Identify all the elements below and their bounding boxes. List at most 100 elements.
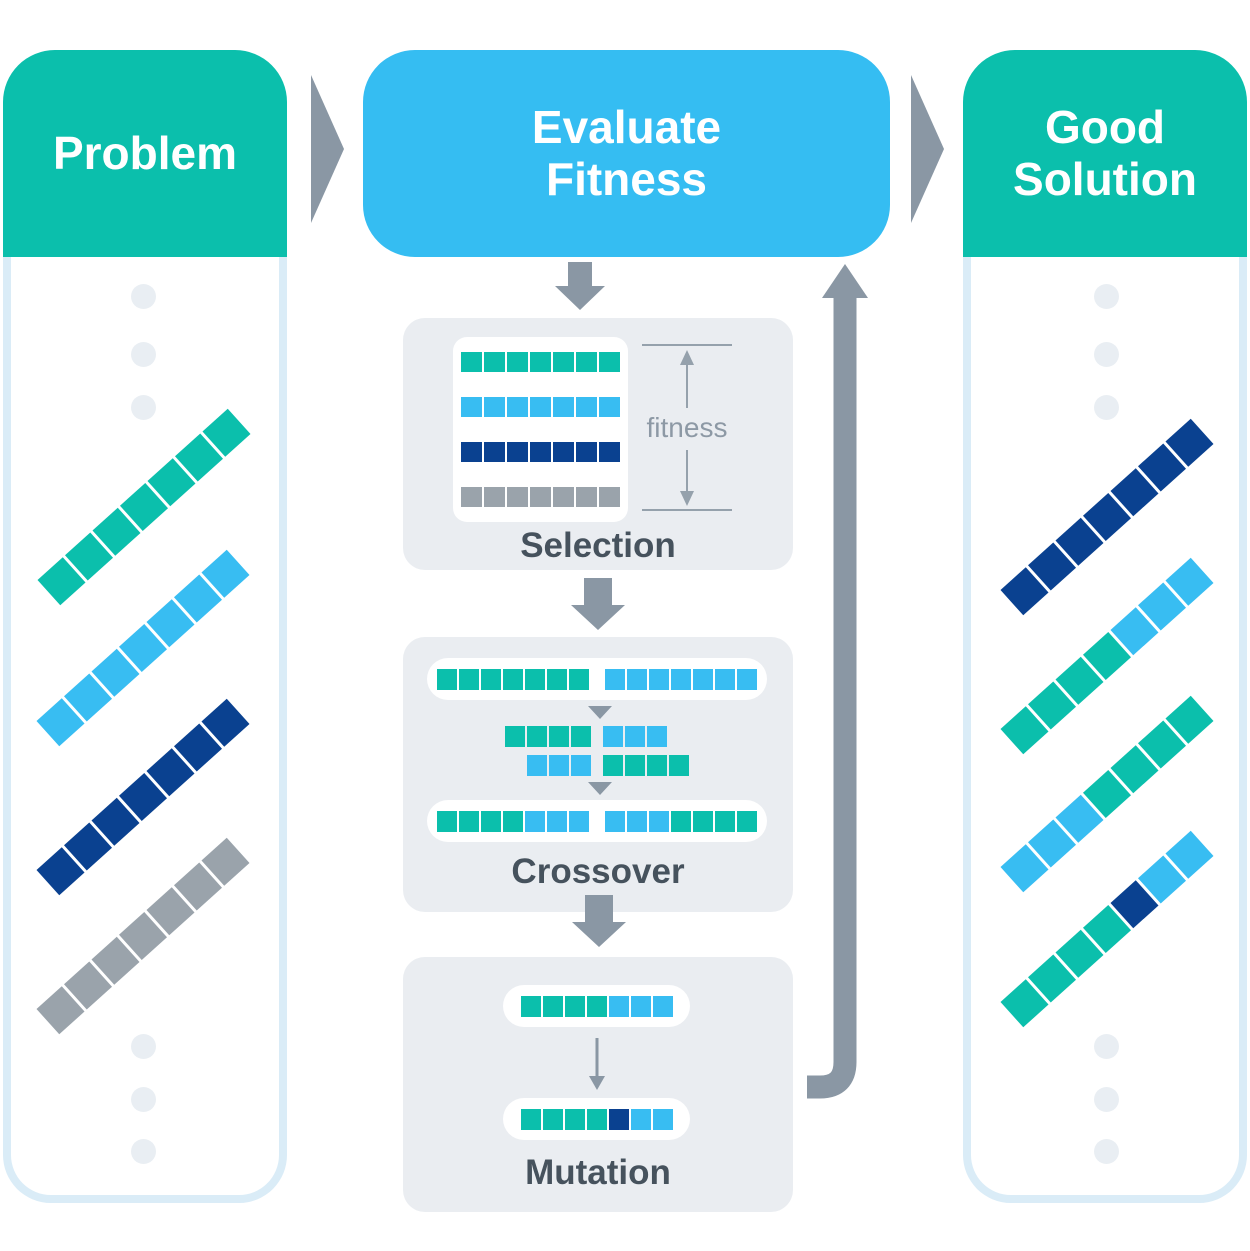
gene-square-teal: [576, 352, 597, 372]
gene-square-blue: [571, 755, 591, 776]
fragment-blue: [527, 755, 591, 776]
gene-square-teal: [505, 726, 525, 747]
ellipsis-dot: [131, 1087, 156, 1112]
gene-square-blue: [671, 668, 691, 690]
gene-square-teal: [569, 668, 589, 690]
gene-square-gray: [484, 487, 505, 507]
gene-square-navy: [484, 442, 505, 462]
gene-square-blue: [605, 810, 625, 832]
gene-square-teal: [459, 668, 479, 690]
selection-step-box: Selection: [403, 318, 793, 570]
gene-square-navy: [507, 442, 528, 462]
gene-square-teal: [481, 810, 501, 832]
chevron-right-icon: [911, 75, 944, 223]
gene-square-teal: [549, 726, 569, 747]
gene-square-navy: [608, 1108, 629, 1130]
gene-square-teal: [693, 810, 713, 832]
gene-square-blue: [647, 726, 667, 747]
gene-square-blue: [569, 810, 589, 832]
gene-square-blue: [693, 668, 713, 690]
gene-square-teal: [547, 668, 567, 690]
gene-square-blue: [576, 397, 597, 417]
gene-square-teal: [564, 995, 585, 1017]
gene-square-teal: [481, 668, 501, 690]
ellipsis-dot: [131, 342, 156, 367]
fragment-blue: [603, 726, 667, 747]
chromosome-gray: [461, 487, 620, 507]
parent-chromosome-blue: [605, 668, 757, 690]
down-arrow-icon: [571, 578, 625, 630]
chromosome-blue: [461, 397, 620, 417]
ellipsis-dot: [131, 1139, 156, 1164]
gene-square-gray: [507, 487, 528, 507]
loopback-arrowhead-icon: [822, 264, 868, 298]
gene-square-teal: [507, 352, 528, 372]
gene-square-teal: [461, 352, 482, 372]
ellipsis-dot: [1094, 284, 1119, 309]
ellipsis-dot: [1094, 1034, 1119, 1059]
gene-square-teal: [437, 810, 457, 832]
gene-square-blue: [603, 726, 623, 747]
gene-square-gray: [576, 487, 597, 507]
gene-square-teal: [520, 1108, 541, 1130]
gene-square-blue: [553, 397, 574, 417]
gene-square-teal: [542, 995, 563, 1017]
chromosome-teal: [461, 352, 620, 372]
child-chromosome-2: [605, 810, 757, 832]
gene-square-blue: [605, 668, 625, 690]
gene-square-navy: [576, 442, 597, 462]
gene-square-navy: [553, 442, 574, 462]
gene-square-blue: [608, 995, 629, 1017]
gene-square-teal: [599, 352, 620, 372]
mutation-label: Mutation: [525, 1153, 671, 1192]
gene-square-teal: [484, 352, 505, 372]
evaluate-fitness-line2: Fitness: [545, 152, 708, 205]
good-solution-column: Good Solution: [963, 50, 1247, 1211]
gene-square-blue: [507, 397, 528, 417]
gene-square-blue: [630, 995, 651, 1017]
gene-square-blue: [625, 726, 645, 747]
gene-square-blue: [527, 755, 547, 776]
gene-square-gray: [461, 487, 482, 507]
parent-chromosome-teal: [437, 668, 589, 690]
gene-square-teal: [586, 1108, 607, 1130]
selection-label: Selection: [520, 526, 676, 565]
mutation-step-box: Mutation: [403, 957, 793, 1212]
gene-square-blue: [547, 810, 567, 832]
child-chromosome-1: [437, 810, 589, 832]
mutation-after-pill: [503, 1098, 690, 1140]
gene-square-teal: [520, 995, 541, 1017]
problem-header: Problem: [3, 50, 287, 257]
gene-square-teal: [625, 755, 645, 776]
ellipsis-dot: [131, 395, 156, 420]
gene-square-gray: [530, 487, 551, 507]
gene-square-teal: [586, 995, 607, 1017]
gene-square-gray: [553, 487, 574, 507]
good-solution-line2: Solution: [1013, 152, 1197, 205]
gene-square-blue: [630, 1108, 651, 1130]
gene-square-navy: [530, 442, 551, 462]
evaluate-fitness-header: Evaluate Fitness: [363, 50, 890, 257]
evaluate-fitness-line1: Evaluate: [531, 100, 722, 153]
gene-square-teal: [564, 1108, 585, 1130]
gene-square-teal: [542, 1108, 563, 1130]
gene-square-gray: [599, 487, 620, 507]
gene-square-blue: [652, 995, 673, 1017]
gene-square-blue: [627, 668, 647, 690]
gene-square-blue: [715, 668, 735, 690]
chromosome-navy: [461, 442, 620, 462]
gene-square-blue: [627, 810, 647, 832]
gene-square-teal: [459, 810, 479, 832]
crossover-fragments-row1: [505, 726, 667, 747]
crossover-label: Crossover: [511, 852, 685, 891]
gene-square-teal: [571, 726, 591, 747]
gene-square-teal: [525, 668, 545, 690]
selection-population-card: [453, 337, 628, 522]
fragment-teal: [505, 726, 591, 747]
down-arrow-icon: [555, 262, 605, 310]
gene-square-teal: [647, 755, 667, 776]
gene-square-blue: [484, 397, 505, 417]
gene-square-teal: [603, 755, 623, 776]
problem-title: Problem: [52, 126, 238, 179]
